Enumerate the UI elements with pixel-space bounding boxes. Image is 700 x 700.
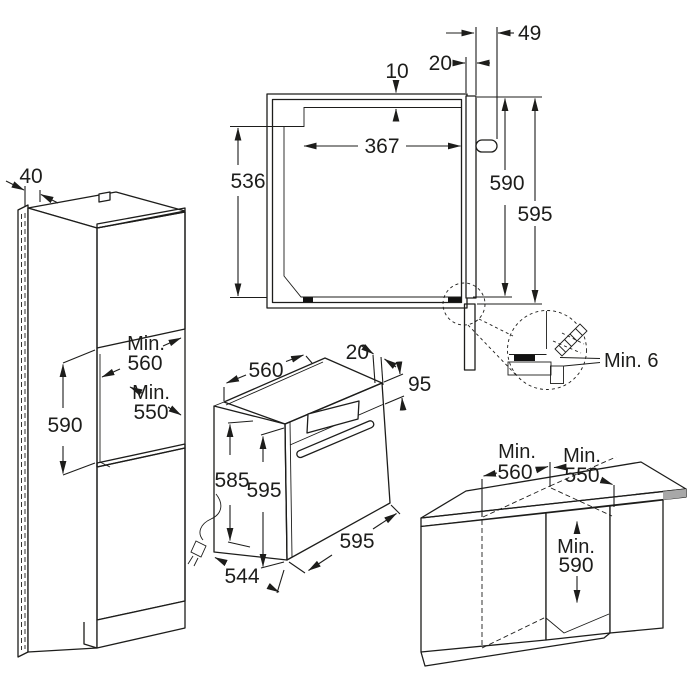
side-section-view: 49 20 10 367 536 590 595 [230,22,553,371]
dim-front-595: 595 [517,203,552,226]
dim-cabinet-niche-590: 590 [47,414,82,437]
dim-min-gap-6: Min. 6 [604,350,658,372]
oven-3d-view: 560 20 95 585 595 544 595 [187,341,431,594]
dim-base-min-label-2: Min. [563,445,601,467]
dim-cabinet-min-label-1: Min. [127,333,165,355]
dim-oven-door-20: 20 [346,341,369,364]
door-handle-side [475,139,498,153]
dim-cabinet-depth-550: 550 [133,401,168,424]
power-plug [190,540,207,558]
dim-cabinet-depth-560: 560 [127,352,162,375]
tall-cabinet-view: 40 Min. 560 Min. 550 590 [5,165,186,658]
base-right-front [609,499,664,634]
dim-inner-367: 367 [364,135,399,158]
oven-casing-inner [271,98,463,304]
detail-source-circle [442,282,486,326]
oven-foot-left [303,297,313,302]
upper-door [96,211,186,349]
dim-inner-536: 536 [230,170,265,193]
dim-oven-width-595: 595 [339,530,374,553]
dim-oven-bottom-544: 544 [224,565,259,588]
cabinet-front-section [550,365,564,384]
control-panel-window [306,400,360,434]
dim-door-20: 20 [429,52,452,75]
oven-door-side [465,95,477,299]
cabinet-base [96,600,186,649]
dim-top-gap-10: 10 [385,60,408,83]
dim-base-depth-550: 550 [564,464,599,487]
dim-handle-49: 49 [518,22,541,45]
dim-oven-depth-560: 560 [248,359,283,382]
base-plinth [420,632,611,667]
base-left-front [420,512,547,653]
plinth-notch [83,622,98,649]
cabinet-front-below [463,303,476,371]
door-seal [514,355,535,361]
dim-base-min-label-3: Min. [557,536,595,558]
side-filler-panel [17,204,29,658]
dim-oven-panel-95: 95 [408,373,431,396]
dim-base-min-label-1: Min. [498,441,536,463]
corner-detail-view: Min. 6 [442,282,658,390]
power-cord [199,493,222,541]
base-cabinet-view: Min. 560 Min. 550 Min. 590 [420,441,687,667]
dim-base-depth-560: 560 [497,461,532,484]
dim-front-590: 590 [489,172,524,195]
dim-oven-body-585: 585 [214,469,249,492]
dim-base-niche-590: 590 [558,554,593,577]
dim-cabinet-min-label-2: Min. [132,382,170,404]
niche-floor [545,613,610,634]
worktop-end-cap [663,489,686,500]
dim-oven-height-595: 595 [246,479,281,502]
wall-spacer-tab [98,191,111,203]
detail-zoom-circle [507,310,587,390]
oven-foot-right [448,297,461,302]
door-handle [296,420,375,459]
worktop-section [507,361,552,376]
door-section-hatched [552,323,588,357]
door-slab-edge [284,421,293,561]
dim-side-filler-40: 40 [19,165,42,188]
lower-door [96,447,186,621]
